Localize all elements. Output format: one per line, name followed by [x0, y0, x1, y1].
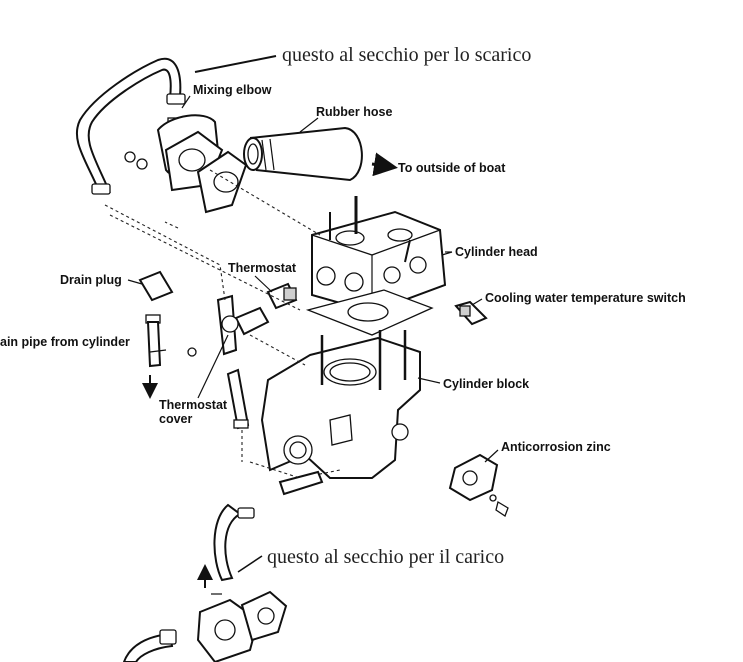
label-cylinder-head: Cylinder head	[455, 245, 538, 259]
leader-lines	[127, 95, 499, 463]
label-thermostat: Thermostat	[228, 261, 297, 275]
cylinder-block-part	[260, 330, 421, 479]
annotation-top-group: questo al secchio per lo scarico	[194, 44, 531, 73]
label-cylinder-block: Cylinder block	[443, 377, 529, 391]
thermostat-assembly	[138, 270, 298, 462]
label-to-outside-of-boat: To outside of boat	[398, 161, 506, 175]
label-drain-plug: Drain plug	[60, 273, 122, 287]
rubber-hose-part	[243, 126, 398, 182]
label-mixing-elbow: Mixing elbow	[193, 83, 272, 97]
label-thermostat-cover-line2: cover	[159, 412, 192, 426]
outlet-hose	[75, 57, 186, 195]
routing-lines	[104, 169, 341, 479]
label-drain-pipe: ain pipe from cylinder	[0, 335, 130, 349]
label-anticorrosion-zinc: Anticorrosion zinc	[501, 440, 611, 454]
anticorrosion-zinc-part	[448, 453, 509, 517]
label-cooling-water-temperature-switch: Cooling water temperature switch	[485, 291, 686, 305]
inlet-pipe	[197, 470, 324, 588]
cylinder-head-part	[311, 196, 452, 314]
mixing-elbow-part	[124, 114, 248, 214]
water-pump-part	[122, 590, 288, 662]
temperature-switch-part	[454, 300, 488, 326]
label-thermostat-cover-line1: Thermostat	[159, 398, 228, 412]
label-rubber-hose: Rubber hose	[316, 105, 392, 119]
annotation-bottom: questo al secchio per il carico	[267, 546, 504, 568]
head-gasket-part	[305, 289, 434, 336]
annotation-top: questo al secchio per lo scarico	[282, 44, 531, 66]
annotation-bottom-group: questo al secchio per il carico	[237, 546, 504, 573]
